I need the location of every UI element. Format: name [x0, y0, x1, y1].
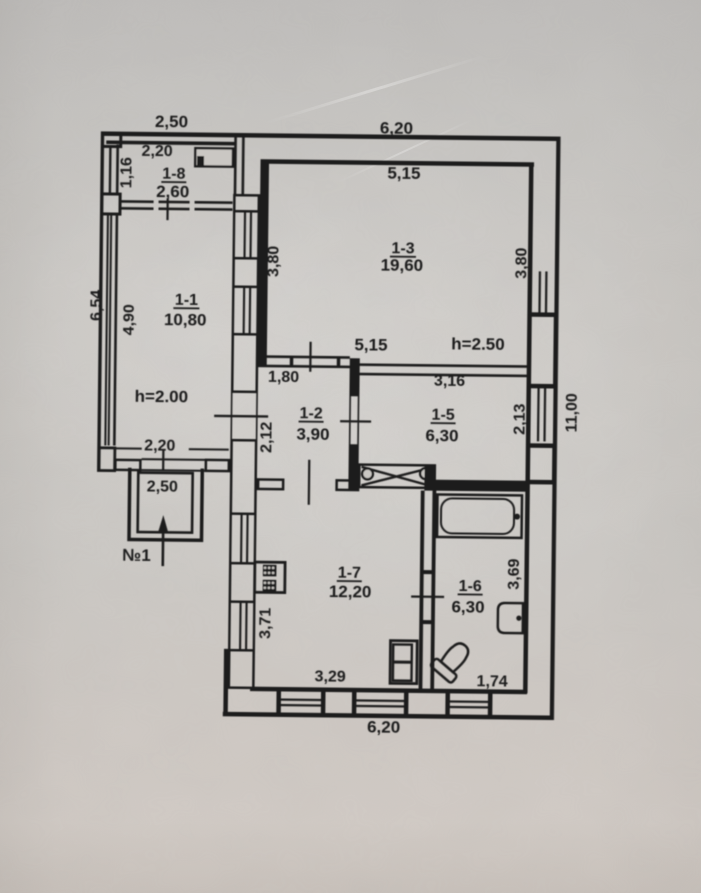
svg-text:3,90: 3,90	[296, 425, 329, 444]
svg-text:1-2: 1-2	[300, 405, 323, 422]
svg-text:1-8: 1-8	[162, 166, 185, 183]
svg-text:6,20: 6,20	[367, 718, 400, 737]
svg-text:2,20: 2,20	[141, 143, 172, 160]
svg-text:19,60: 19,60	[380, 256, 423, 275]
svg-text:1,74: 1,74	[476, 673, 507, 690]
svg-text:1,16: 1,16	[118, 157, 135, 188]
svg-text:1-1: 1-1	[175, 292, 198, 309]
svg-text:6,20: 6,20	[380, 119, 413, 138]
svg-text:3,80: 3,80	[265, 246, 282, 277]
svg-text:4,90: 4,90	[121, 304, 138, 335]
svg-text:6,30: 6,30	[451, 598, 484, 617]
svg-text:h=2.00: h=2.00	[135, 387, 189, 407]
svg-text:2,60: 2,60	[156, 182, 189, 201]
svg-text:1-7: 1-7	[338, 565, 361, 582]
svg-text:12,20: 12,20	[329, 582, 372, 601]
svg-text:2,20: 2,20	[144, 438, 175, 455]
svg-text:3,29: 3,29	[315, 669, 346, 686]
svg-text:1-5: 1-5	[432, 407, 455, 424]
svg-text:5,15: 5,15	[354, 335, 387, 354]
svg-text:11,00: 11,00	[564, 393, 581, 432]
svg-text:2,12: 2,12	[258, 422, 275, 453]
svg-text:5,15: 5,15	[387, 164, 420, 183]
svg-text:№1: №1	[122, 546, 151, 565]
svg-text:2,50: 2,50	[155, 112, 188, 131]
svg-text:1-3: 1-3	[391, 240, 414, 257]
svg-text:2,13: 2,13	[512, 403, 529, 434]
svg-text:3,80: 3,80	[513, 247, 530, 278]
svg-text:1-6: 1-6	[459, 578, 482, 595]
svg-text:6,54: 6,54	[88, 290, 105, 321]
svg-text:6,30: 6,30	[425, 426, 458, 445]
svg-text:h=2.50: h=2.50	[451, 334, 505, 354]
svg-text:3,71: 3,71	[257, 608, 274, 639]
svg-text:3,16: 3,16	[434, 373, 465, 390]
svg-text:2,50: 2,50	[147, 479, 178, 496]
svg-text:10,80: 10,80	[164, 310, 207, 329]
svg-text:1,80: 1,80	[268, 369, 299, 386]
svg-text:3,69: 3,69	[506, 558, 523, 589]
